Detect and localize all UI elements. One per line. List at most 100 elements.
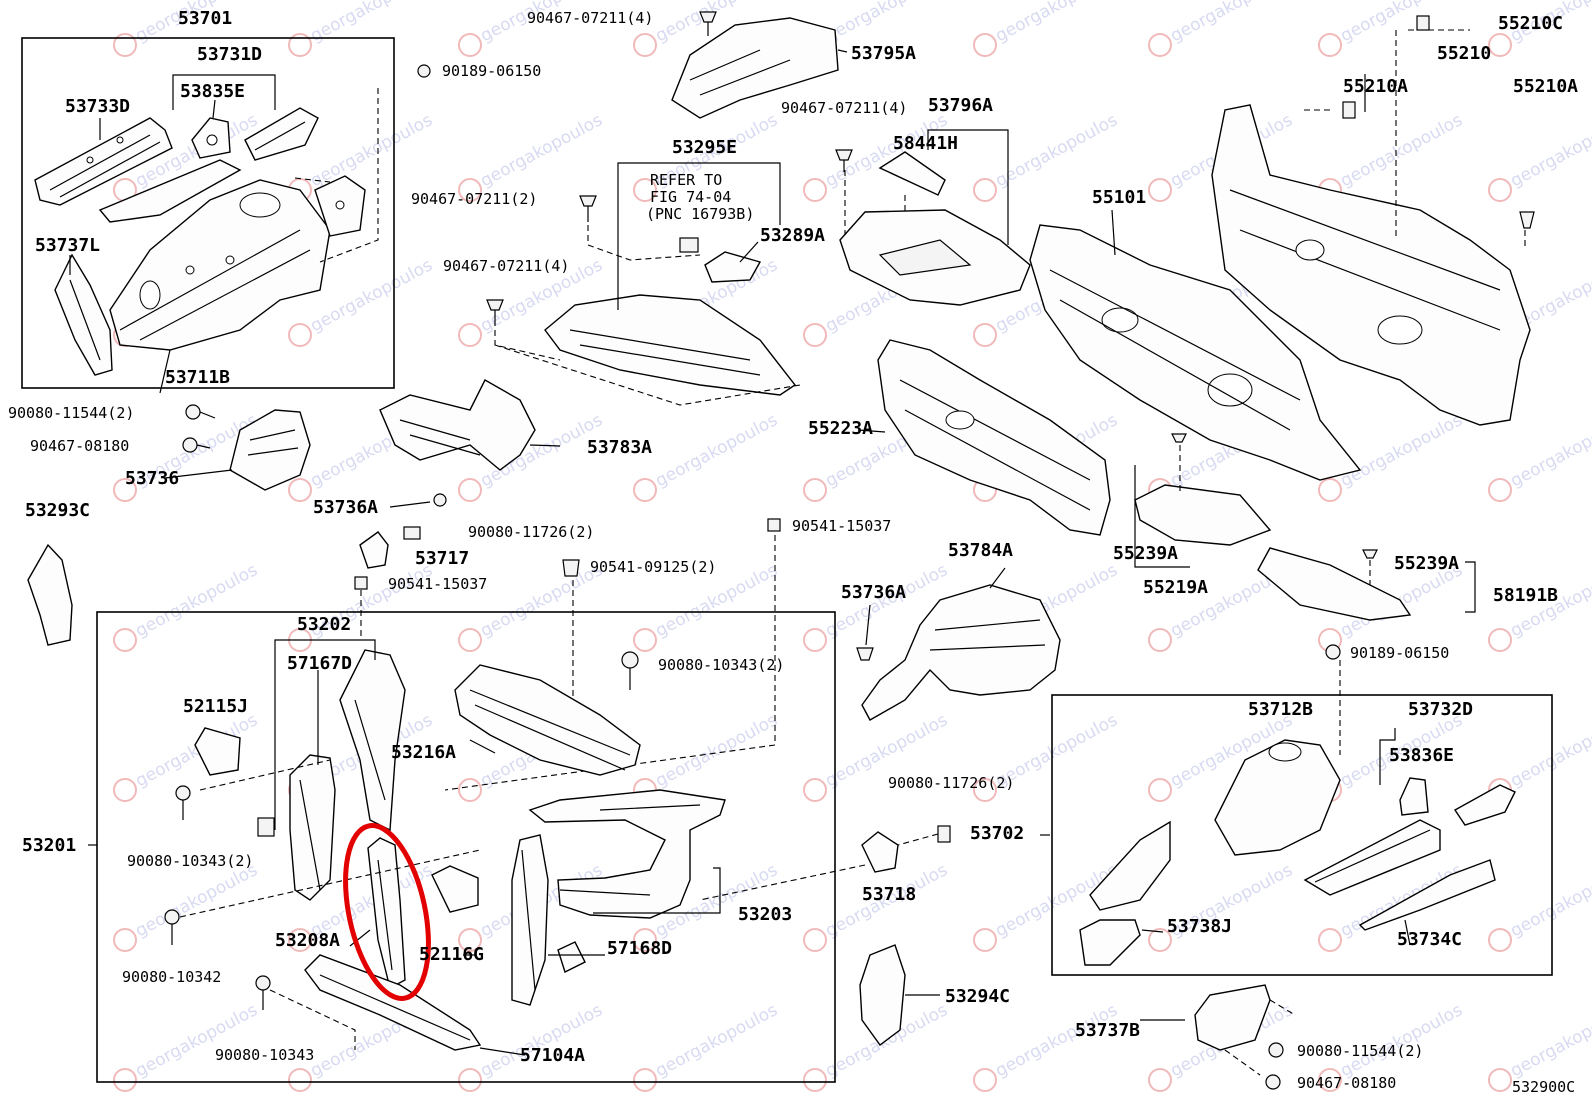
part-53733D <box>34 117 173 206</box>
label-53711B: 53711B <box>165 367 230 388</box>
svg-text:georgakopoulos: georgakopoulos <box>822 0 951 46</box>
part-53734C <box>1358 859 1496 931</box>
label-90080-11544-2a: 90080-11544(2) <box>8 404 134 422</box>
group-box-53701 <box>21 37 395 389</box>
label-55239A-a: 55239A <box>1113 543 1178 564</box>
label-90080-10343-2a: 90080-10343(2) <box>658 656 784 674</box>
label-90080-10343-2b: 90080-10343(2) <box>127 852 253 870</box>
clip-55210C <box>1416 15 1430 31</box>
watermark-logo: georgakopoulos <box>1148 0 1296 57</box>
label-53202: 53202 <box>297 614 351 635</box>
part-55210 <box>1211 104 1531 426</box>
label-55239A-b: 55239A <box>1394 553 1459 574</box>
label-90080-11544-2b: 90080-11544(2) <box>1297 1042 1423 1060</box>
bolt-90189-06150-a <box>417 64 431 78</box>
label-55210A-b: 55210A <box>1513 76 1578 97</box>
part-53784A <box>861 584 1061 721</box>
part-bracket-right <box>314 175 366 237</box>
watermark-logo: georgakopoulos <box>113 560 261 652</box>
watermark-logo: georgakopoulos <box>1318 110 1466 202</box>
bolt-90467-08180-b <box>1265 1074 1281 1090</box>
svg-text:georgakopoulos: georgakopoulos <box>992 110 1121 191</box>
svg-text:georgakopoulos: georgakopoulos <box>1337 410 1466 491</box>
svg-text:georgakopoulos: georgakopoulos <box>132 860 261 941</box>
part-53717 <box>359 531 389 569</box>
bolt-90189-06150-b <box>1325 644 1341 660</box>
refer-note-line3: (PNC 16793B) <box>646 205 754 223</box>
bolt-90467-07211-b <box>835 149 853 172</box>
bolt-90080-11726-a <box>403 526 421 540</box>
watermark-logo: georgakopoulos <box>288 0 436 57</box>
part-bracket-top <box>98 159 242 223</box>
part-53835E <box>191 117 231 159</box>
label-53702: 53702 <box>970 823 1024 844</box>
svg-text:georgakopoulos: georgakopoulos <box>1167 0 1296 46</box>
label-53736A-a: 53736A <box>313 497 378 518</box>
label-53294C: 53294C <box>945 986 1010 1007</box>
svg-text:georgakopoulos: georgakopoulos <box>1507 110 1592 191</box>
label-53201: 53201 <box>22 835 76 856</box>
label-53784A: 53784A <box>948 540 1013 561</box>
part-53294C <box>859 944 906 1046</box>
diagram-code: 532900C <box>1512 1078 1575 1096</box>
label-53732D: 53732D <box>1408 699 1473 720</box>
label-55210: 55210 <box>1437 43 1491 64</box>
label-53216A: 53216A <box>391 742 456 763</box>
label-58191B: 58191B <box>1493 585 1558 606</box>
bolt-90080-11726-b <box>937 825 951 843</box>
clip-55239A-a <box>1171 433 1187 443</box>
part-small-clip <box>257 817 275 837</box>
bolt-90080-11544-b <box>1268 1042 1284 1058</box>
label-90467-08180-b: 90467-08180 <box>1297 1074 1396 1092</box>
part-55223A <box>877 339 1111 536</box>
svg-text:georgakopoulos: georgakopoulos <box>1507 710 1592 791</box>
label-53293C: 53293C <box>25 500 90 521</box>
svg-text:georgakopoulos: georgakopoulos <box>1337 110 1466 191</box>
label-53738J: 53738J <box>1167 916 1232 937</box>
svg-text:georgakopoulos: georgakopoulos <box>307 255 436 336</box>
label-55210C: 55210C <box>1498 13 1563 34</box>
svg-text:georgakopoulos: georgakopoulos <box>307 0 436 46</box>
svg-text:georgakopoulos: georgakopoulos <box>1337 0 1466 46</box>
part-53732D-rail <box>1303 819 1441 896</box>
group-box-53201 <box>96 611 836 1083</box>
label-55101: 55101 <box>1092 187 1146 208</box>
label-53736A-b: 53736A <box>841 582 906 603</box>
watermark-logo: georgakopoulos <box>1148 860 1296 952</box>
svg-text:georgakopoulos: georgakopoulos <box>1507 1000 1592 1081</box>
watermark-logo: georgakopoulos <box>973 0 1121 57</box>
part-53295E <box>544 294 797 396</box>
svg-text:georgakopoulos: georgakopoulos <box>652 710 781 791</box>
part-53737L <box>54 253 113 376</box>
part-53732D-bracket <box>1453 784 1516 826</box>
refer-note-line1: REFER TO <box>650 171 722 189</box>
svg-text:georgakopoulos: georgakopoulos <box>477 110 606 191</box>
part-refer-tab <box>679 237 699 253</box>
watermark-logo: georgakopoulos <box>633 710 781 802</box>
watermark-logo: georgakopoulos <box>633 410 781 502</box>
bolt-53736A-b <box>856 647 874 661</box>
part-53711B <box>109 179 331 351</box>
label-53203: 53203 <box>738 904 792 925</box>
label-53736: 53736 <box>125 468 179 489</box>
label-53701: 53701 <box>178 8 232 29</box>
part-52115J <box>194 727 241 776</box>
label-53733D: 53733D <box>65 96 130 117</box>
svg-text:georgakopoulos: georgakopoulos <box>652 1000 781 1081</box>
label-55223A: 55223A <box>808 418 873 439</box>
svg-text:georgakopoulos: georgakopoulos <box>1337 1000 1466 1081</box>
part-57104A <box>304 954 482 1051</box>
watermark-logo: georgakopoulos <box>1488 110 1592 202</box>
group-box-53702 <box>1051 694 1553 976</box>
label-55210A-a: 55210A <box>1343 76 1408 97</box>
label-52115J: 52115J <box>183 696 248 717</box>
svg-text:georgakopoulos: georgakopoulos <box>132 710 261 791</box>
svg-text:georgakopoulos: georgakopoulos <box>132 1000 261 1081</box>
svg-text:georgakopoulos: georgakopoulos <box>307 110 436 191</box>
label-90189-06150-b: 90189-06150 <box>1350 644 1449 662</box>
label-58441H: 58441H <box>893 133 958 154</box>
label-90467-07211-2: 90467-07211(2) <box>411 190 537 208</box>
nut-90541-09125 <box>562 559 580 577</box>
label-90189-06150-a: 90189-06150 <box>442 62 541 80</box>
part-53216A <box>454 664 641 776</box>
